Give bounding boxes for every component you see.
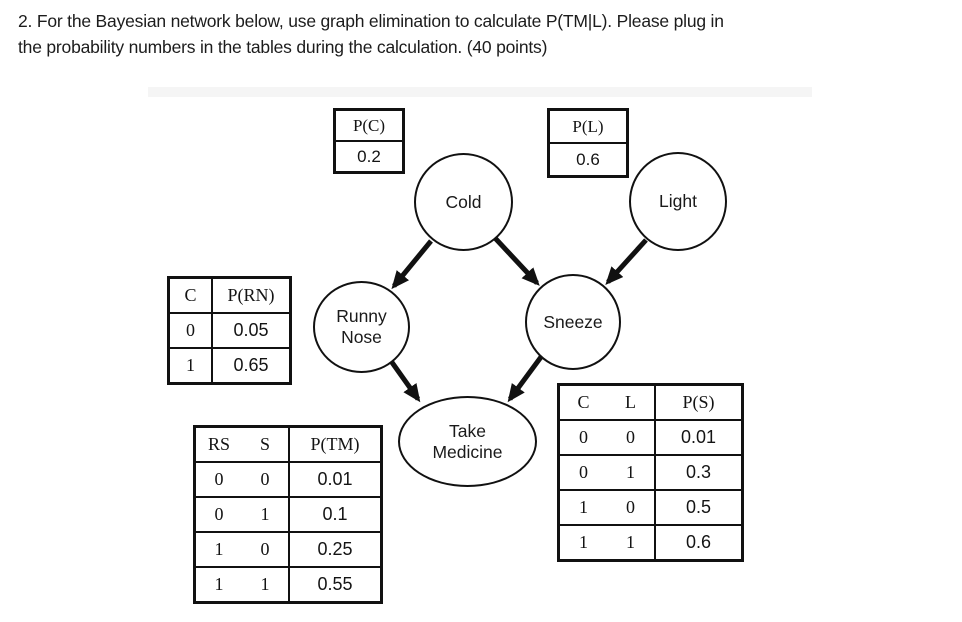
cpt-prn-cell: 1 bbox=[168, 347, 212, 384]
scan-artifact-band bbox=[148, 87, 812, 97]
cpt-table-prn: C P(RN) 0 0.05 1 0.65 bbox=[167, 276, 292, 385]
cpt-ptm-cell: 1 bbox=[194, 531, 242, 567]
cpt-ptm-cell: 0 bbox=[242, 531, 289, 567]
cpt-ptm-cell: 1 bbox=[194, 566, 242, 603]
cpt-ptm-cell: 0.55 bbox=[288, 566, 382, 603]
cpt-pl-value: 0.6 bbox=[548, 142, 628, 177]
cpt-ps-cell: 1 bbox=[607, 454, 655, 490]
cpt-ps-cell: 0 bbox=[607, 419, 655, 455]
cpt-ps-header-ps: P(S) bbox=[654, 384, 743, 420]
node-runny-nose-label-line1: Runny bbox=[336, 306, 387, 326]
cpt-ps-cell: 0 bbox=[558, 454, 607, 490]
cpt-ps-cell: 0.01 bbox=[654, 419, 743, 455]
cpt-ptm-cell: 1 bbox=[242, 496, 289, 532]
cpt-ptm-header-rs: RS bbox=[207, 434, 231, 454]
cpt-prn-header-prn: P(RN) bbox=[211, 277, 291, 313]
cpt-prn-header-c: C bbox=[184, 285, 197, 305]
cpt-ptm-cell: 0 bbox=[194, 461, 242, 497]
cpt-ps-cell: 1 bbox=[558, 489, 607, 525]
cpt-pl-header: P(L) bbox=[572, 116, 604, 136]
cpt-table-ps: C L P(S) 0 0 0.01 0 1 0.3 1 0 0.5 1 1 0.… bbox=[557, 383, 744, 562]
cpt-ptm-cell: 0.01 bbox=[288, 461, 382, 497]
cpt-ps-cell: 1 bbox=[558, 524, 607, 561]
cpt-ps-header-c: C bbox=[577, 392, 590, 412]
problem-statement-line1: 2. For the Bayesian network below, use g… bbox=[18, 11, 724, 31]
cpt-ps-cell: 0.3 bbox=[654, 454, 743, 490]
cpt-ptm-cell: 0 bbox=[194, 496, 242, 532]
cpt-ps-cell: 0.6 bbox=[654, 524, 743, 561]
node-sneeze: Sneeze bbox=[525, 274, 621, 370]
edge-light-sneeze bbox=[605, 238, 648, 285]
node-take-medicine-label-line1: Take bbox=[449, 420, 486, 441]
cpt-prn-cell: 0.65 bbox=[211, 347, 291, 384]
cpt-table-pl: P(L) 0.6 bbox=[547, 108, 629, 178]
node-cold-label: Cold bbox=[445, 191, 482, 212]
cpt-ptm-header-s: S bbox=[259, 434, 270, 454]
node-take-medicine-label-line2: Medicine bbox=[432, 441, 503, 462]
cpt-table-pc: P(C) 0.2 bbox=[333, 108, 405, 174]
cpt-ptm-cell: 0.25 bbox=[288, 531, 382, 567]
cpt-prn-cell: 0 bbox=[168, 312, 212, 348]
cpt-ps-cell: 0.5 bbox=[654, 489, 743, 525]
cpt-pc-value: 0.2 bbox=[334, 140, 404, 173]
node-take-medicine: Take Medicine bbox=[398, 396, 537, 487]
cpt-ptm-cell: 0 bbox=[242, 461, 289, 497]
cpt-ps-header-l: L bbox=[625, 392, 636, 412]
node-sneeze-label: Sneeze bbox=[543, 311, 603, 332]
cpt-table-ptm: RS S P(TM) 0 0 0.01 0 1 0.1 1 0 0.25 1 1… bbox=[193, 425, 383, 604]
cpt-ps-cell: 1 bbox=[607, 524, 655, 561]
cpt-prn-cell: 0.05 bbox=[211, 312, 291, 348]
edge-cold-runny-nose bbox=[391, 239, 433, 290]
node-cold: Cold bbox=[414, 153, 513, 251]
node-runny-nose-label-line2: Nose bbox=[341, 327, 382, 347]
cpt-ps-cell: 0 bbox=[558, 419, 607, 455]
node-light: Light bbox=[629, 152, 727, 251]
cpt-ptm-header-ptm: P(TM) bbox=[288, 426, 382, 462]
edge-cold-sneeze bbox=[493, 236, 540, 286]
edge-sneeze-take-medicine bbox=[507, 355, 544, 403]
edge-runny-nose-take-medicine bbox=[388, 359, 421, 403]
cpt-ptm-cell: 0.1 bbox=[288, 496, 382, 532]
problem-statement-line2: the probability numbers in the tables du… bbox=[18, 37, 548, 57]
cpt-pc-header: P(C) bbox=[352, 115, 386, 135]
node-light-label: Light bbox=[659, 191, 697, 211]
node-runny-nose: Runny Nose bbox=[313, 281, 410, 373]
cpt-ptm-cell: 1 bbox=[242, 566, 289, 603]
cpt-ps-cell: 0 bbox=[607, 489, 655, 525]
